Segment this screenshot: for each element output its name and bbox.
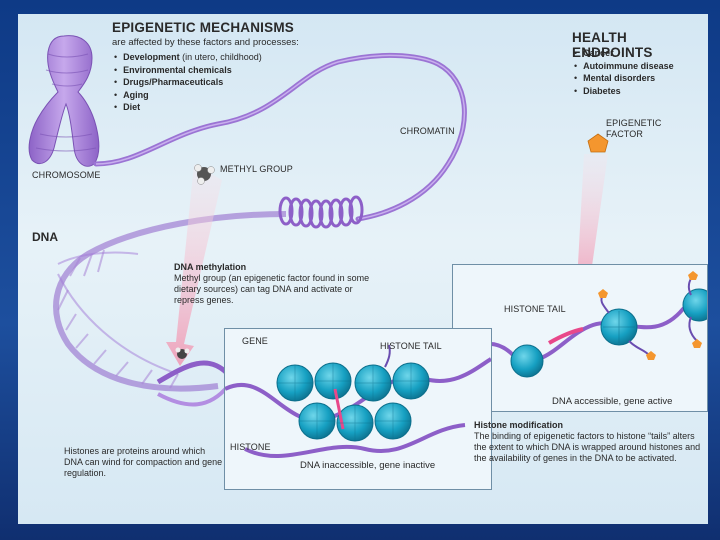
chromosome-label: CHROMOSOME — [32, 170, 101, 180]
histone-modification-text-block: Histone modification The binding of epig… — [474, 420, 702, 464]
histone-modification-title: Histone modification — [474, 420, 564, 430]
histone-tail-label-right: HISTONE TAIL — [504, 304, 566, 314]
health-item: Cancer — [574, 47, 674, 60]
chromatin-coil — [278, 195, 364, 229]
mechanism-item: Drugs/Pharmaceuticals — [114, 76, 262, 89]
histones-note: Histones are proteins around which DNA c… — [64, 446, 223, 478]
health-list: Cancer Autoimmune disease Mental disorde… — [574, 47, 674, 97]
histone-modification-text: The binding of epigenetic factors to his… — [474, 431, 701, 463]
epigenetic-factor-label: EPIGENETIC FACTOR — [606, 118, 662, 139]
chromatin-label: CHROMATIN — [400, 126, 455, 136]
diagram-panel: EPIGENETIC MECHANISMS are affected by th… — [18, 14, 708, 524]
dna-accessible-label: DNA accessible, gene active — [552, 396, 673, 407]
methylation-arrow — [166, 164, 222, 366]
methylation-title: DNA methylation — [174, 262, 247, 272]
epigenetic-factor-icon — [587, 133, 609, 153]
mechanisms-subtitle: are affected by these factors and proces… — [112, 37, 299, 48]
histone-label: HISTONE — [230, 442, 271, 452]
mechanisms-list: Development (in utero, childhood) Enviro… — [114, 51, 262, 114]
histone-compaction-inset — [224, 328, 493, 490]
methyl-group-label: METHYL GROUP — [220, 164, 293, 174]
open-chromatin-art — [451, 271, 708, 378]
methylation-text-block: DNA methylation Methyl group (an epigene… — [174, 262, 370, 306]
chromosome — [28, 35, 100, 167]
dna-inaccessible-label: DNA inaccessible, gene inactive — [300, 460, 436, 471]
health-item: Diabetes — [574, 85, 674, 98]
health-item: Autoimmune disease — [574, 60, 674, 73]
dna-label: DNA — [32, 230, 58, 244]
chromatin-fiber — [93, 52, 467, 222]
gene-label: GENE — [242, 336, 268, 346]
histone-modification-arrow — [570, 154, 608, 290]
mechanism-item: Diet — [114, 101, 262, 114]
histone-modification-inset — [451, 264, 708, 412]
mechanism-item: Environmental chemicals — [114, 64, 262, 77]
compact-chromatin-art — [224, 344, 493, 459]
methylation-text: Methyl group (an epigenetic factor found… — [174, 273, 370, 305]
health-item: Mental disorders — [574, 72, 674, 85]
histone-tail-label-left: HISTONE TAIL — [380, 341, 442, 351]
mechanisms-title: EPIGENETIC MECHANISMS — [112, 20, 294, 35]
mechanism-item: Aging — [114, 89, 262, 102]
mechanism-item: Development (in utero, childhood) — [114, 51, 262, 64]
methyl-group-icon — [175, 164, 215, 359]
diagram-artwork — [28, 35, 609, 407]
